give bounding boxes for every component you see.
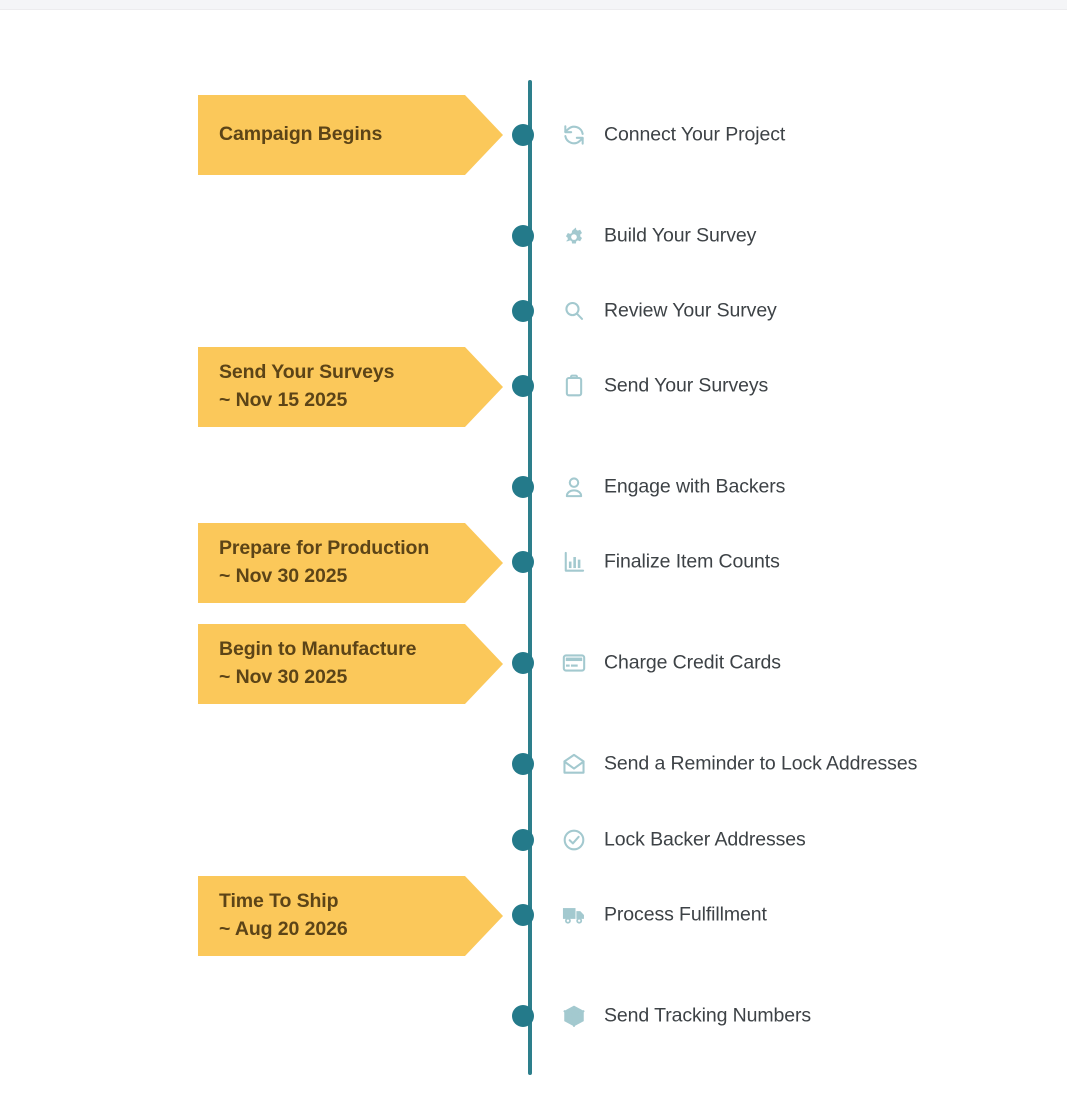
milestone-banner: Prepare for Production ~ Nov 30 2025 [198, 523, 503, 603]
milestone-date: ~ Nov 30 2025 [219, 565, 348, 587]
timeline-step-label: Process Fulfillment [604, 903, 767, 926]
envelope-open-icon [560, 750, 588, 778]
timeline-step-label: Engage with Backers [604, 475, 786, 498]
milestone-date: ~ Nov 15 2025 [219, 389, 348, 411]
timeline-dot [512, 551, 534, 573]
timeline-dot [512, 829, 534, 851]
milestone-date: ~ Aug 20 2026 [219, 918, 348, 940]
timeline-dot [512, 375, 534, 397]
timeline-step-label: Finalize Item Counts [604, 550, 780, 573]
milestone-banner: Begin to Manufacture ~ Nov 30 2025 [198, 624, 503, 704]
check-circle-icon [560, 826, 588, 854]
timeline-dot [512, 753, 534, 775]
timeline-step-label: Connect Your Project [604, 123, 786, 146]
timeline-dot [512, 1005, 534, 1027]
milestone-banner: Time To Ship ~ Aug 20 2026 [198, 876, 503, 956]
timeline-dot [512, 652, 534, 674]
timeline-dot [512, 225, 534, 247]
milestone-title: Prepare for Production [219, 537, 430, 560]
timeline-step-label: Lock Backer Addresses [604, 828, 806, 851]
timeline-step-label: Send Your Surveys [604, 374, 769, 397]
bar-chart-icon [560, 548, 588, 576]
user-icon [560, 473, 588, 501]
timeline-step-label: Build Your Survey [604, 224, 757, 247]
milestone-date: ~ Nov 30 2025 [219, 666, 348, 688]
timeline-step-label: Review Your Survey [604, 299, 777, 322]
milestone-title: Campaign Begins [219, 123, 383, 146]
timeline-spine [528, 80, 532, 1075]
timeline-dot [512, 300, 534, 322]
timeline-step-label: Charge Credit Cards [604, 651, 781, 674]
credit-card-icon [560, 649, 588, 677]
package-icon [560, 1002, 588, 1030]
milestone-banner: Campaign Begins [198, 95, 503, 175]
milestone-title: Begin to Manufacture [219, 638, 417, 661]
timeline-dot [512, 124, 534, 146]
milestone-banner: Send Your Surveys ~ Nov 15 2025 [198, 347, 503, 427]
gear-icon [560, 222, 588, 250]
timeline-step-label: Send Tracking Numbers [604, 1004, 812, 1027]
clipboard-icon [560, 372, 588, 400]
milestone-title: Send Your Surveys [219, 361, 395, 384]
timeline-dot [512, 476, 534, 498]
timeline-step-label: Send a Reminder to Lock Addresses [604, 752, 918, 775]
search-icon [560, 297, 588, 325]
sync-icon [560, 121, 588, 149]
timeline-dot [512, 904, 534, 926]
milestone-title: Time To Ship [219, 890, 339, 913]
truck-icon [560, 901, 588, 929]
top-strip [0, 0, 1067, 10]
